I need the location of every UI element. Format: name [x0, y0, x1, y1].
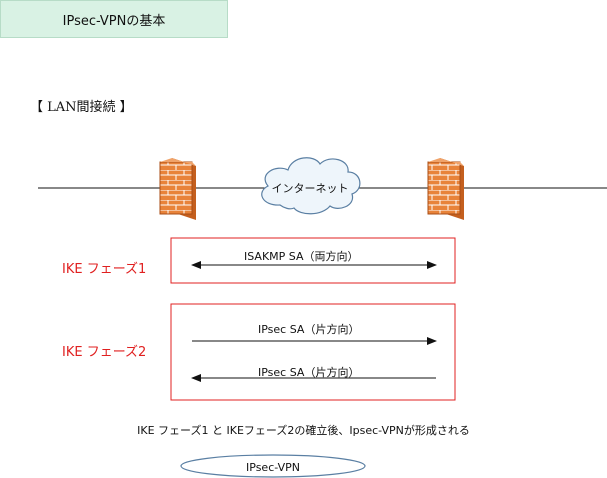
phase2-bottom-arrow-label: IPsec SA（片方向）	[258, 366, 360, 379]
page-title: IPsec-VPNの基本	[0, 0, 228, 38]
right-firewall-icon	[427, 158, 464, 220]
phase2-box	[170, 303, 456, 401]
footnote-text: IKE フェーズ1 と IKEフェーズ2の確立後、Ipsec-VPNが形成される	[137, 424, 470, 437]
section-label: 【 LAN間接続 】	[30, 100, 133, 115]
vpn-tunnel-ellipse	[180, 454, 366, 478]
phase1-box	[170, 237, 456, 284]
vpn-label: IPsec-VPN	[246, 460, 300, 474]
phase2-label: IKE フェーズ2	[62, 345, 147, 360]
internet-cloud-icon	[261, 157, 361, 215]
phase2-top-arrow-label: IPsec SA（片方向）	[258, 323, 360, 336]
internet-label: インターネット	[271, 182, 349, 195]
left-firewall-icon	[159, 158, 196, 220]
phase1-label: IKE フェーズ1	[62, 262, 147, 277]
phase1-arrow-label: ISAKMP SA（両方向）	[244, 250, 359, 263]
page-title-text: IPsec-VPNの基本	[62, 13, 166, 29]
